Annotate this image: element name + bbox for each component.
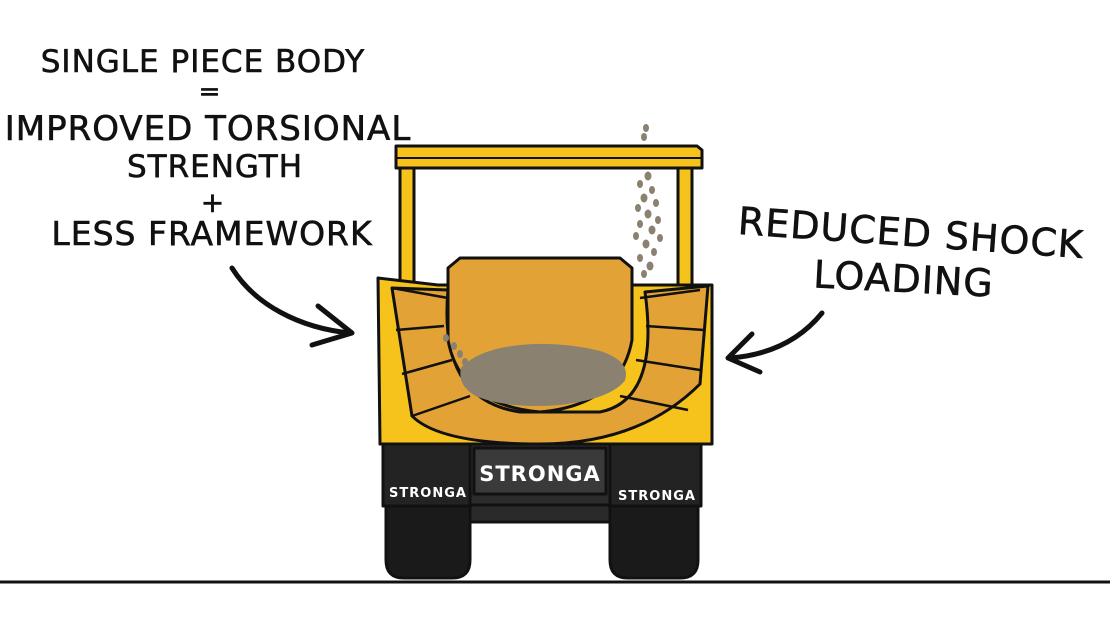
left-mudflap-text: STRONGA: [389, 486, 467, 501]
right-mudflap-text: STRONGA: [618, 489, 696, 504]
left-annotation: SINGLE PIECE BODY = IMPROVED TORSIONAL S…: [4, 44, 412, 254]
left-annotation-line-3: IMPROVED TORSIONAL: [5, 109, 412, 149]
right-arrow: [725, 310, 825, 375]
center-number-plate: [472, 446, 608, 496]
falling-aggregate: [443, 124, 663, 366]
left-arrow: [229, 265, 355, 348]
left-annotation-line-1: SINGLE PIECE BODY: [41, 44, 366, 80]
load-pile: [460, 343, 626, 406]
dump-truck: [376, 124, 714, 580]
left-annotation-line-5: +: [201, 186, 225, 219]
left-annotation-line-4: STRENGTH: [127, 149, 303, 185]
center-plate-text: STRONGA: [479, 462, 601, 486]
left-annotation-line-2: =: [199, 77, 222, 107]
right-canopy-post: [676, 158, 694, 292]
tub-panel-lines: [391, 286, 705, 418]
right-annotation-line-2: LOADING: [812, 252, 994, 305]
left-annotation-line-6: LESS FRAMEWORK: [51, 214, 373, 253]
right-annotation: REDUCED SHOCK LOADING: [736, 199, 1085, 306]
left-canopy-post: [398, 158, 416, 292]
